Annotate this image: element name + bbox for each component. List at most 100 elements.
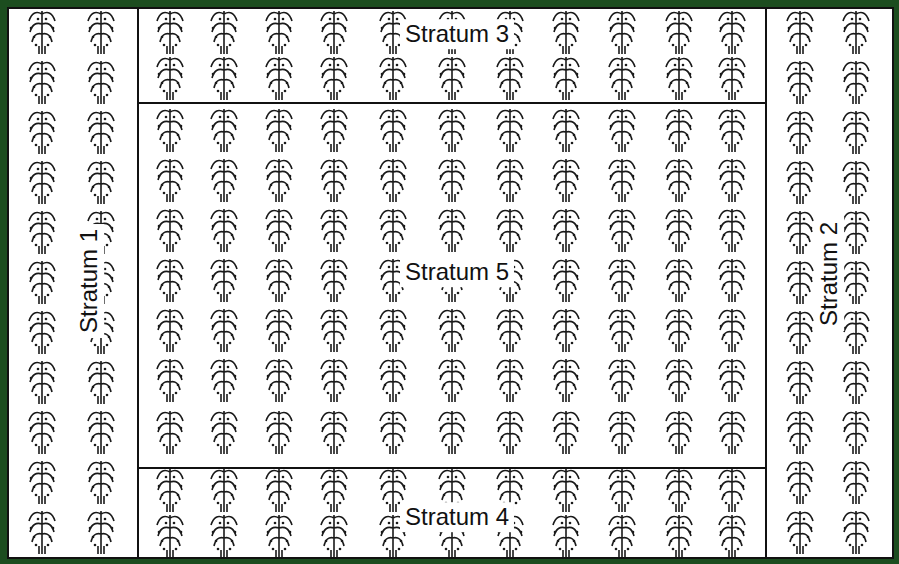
- plant-icon: [719, 309, 745, 352]
- plant-icon: [553, 259, 579, 302]
- plant-icon: [29, 61, 55, 104]
- plant-icon: [666, 11, 692, 54]
- plant-icon: [266, 209, 292, 252]
- plant-icon: [497, 109, 523, 152]
- plant-icon: [29, 161, 55, 204]
- plant-icon: [843, 161, 869, 204]
- plant-icon: [29, 361, 55, 404]
- plant-icon: [157, 11, 183, 54]
- plant-icon: [787, 111, 813, 154]
- plant-icon: [497, 411, 523, 454]
- plant-icon: [157, 309, 183, 352]
- plant-icon: [380, 109, 406, 152]
- plant-icon: [266, 411, 292, 454]
- plant-icon: [843, 261, 869, 304]
- plant-icon: [157, 109, 183, 152]
- plant-icon: [609, 411, 635, 454]
- plant-icon: [787, 361, 813, 404]
- plant-icon: [211, 11, 237, 54]
- plant-icon: [719, 209, 745, 252]
- plant-icon: [719, 359, 745, 402]
- stratum-region: Stratum 3: [137, 7, 767, 104]
- plant-icon: [266, 57, 292, 100]
- stratum-region: Stratum 5: [137, 102, 767, 469]
- plant-icon: [29, 461, 55, 504]
- plant-icon: [843, 511, 869, 554]
- plant-icon: [321, 109, 347, 152]
- plant-icon: [666, 209, 692, 252]
- plant-icon: [609, 11, 635, 54]
- plant-icon: [29, 261, 55, 304]
- plant-icon: [321, 259, 347, 302]
- plant-icon: [787, 261, 813, 304]
- plant-icon: [380, 159, 406, 202]
- plant-icon: [787, 511, 813, 554]
- plant-icon: [157, 57, 183, 100]
- plant-icon: [719, 57, 745, 100]
- plant-icon: [157, 515, 183, 558]
- plant-icon: [609, 469, 635, 512]
- plant-icon: [266, 515, 292, 558]
- stratum-region: Stratum 2: [765, 7, 894, 559]
- plant-icon: [666, 109, 692, 152]
- plant-icon: [266, 309, 292, 352]
- plant-icon: [719, 11, 745, 54]
- plant-icon: [666, 359, 692, 402]
- plant-icon: [380, 309, 406, 352]
- plant-icon: [497, 159, 523, 202]
- plant-icon: [609, 309, 635, 352]
- plant-icon: [266, 109, 292, 152]
- plant-icon: [719, 515, 745, 558]
- plant-icon: [439, 359, 465, 402]
- plant-icon: [88, 61, 114, 104]
- plant-icon: [719, 259, 745, 302]
- plant-icon: [321, 309, 347, 352]
- plant-icon: [211, 469, 237, 512]
- plant-icon: [719, 411, 745, 454]
- plant-icon: [266, 159, 292, 202]
- plant-icon: [321, 359, 347, 402]
- plant-icon: [787, 161, 813, 204]
- plant-icon: [787, 11, 813, 54]
- stratum-label: Stratum 2: [814, 217, 844, 331]
- plant-icon: [553, 359, 579, 402]
- plant-icon: [88, 361, 114, 404]
- plant-icon: [609, 159, 635, 202]
- plant-icon: [497, 309, 523, 352]
- plant-icon: [88, 461, 114, 504]
- plant-icon: [211, 309, 237, 352]
- plant-icon: [88, 161, 114, 204]
- stratum-region: Stratum 4: [137, 467, 767, 559]
- plant-icon: [211, 259, 237, 302]
- plant-icon: [439, 57, 465, 100]
- plant-icon: [553, 469, 579, 512]
- plant-icon: [666, 469, 692, 512]
- plant-icon: [666, 259, 692, 302]
- plant-icon: [666, 57, 692, 100]
- plant-icon: [321, 411, 347, 454]
- plant-icon: [787, 311, 813, 354]
- plant-icon: [266, 359, 292, 402]
- plant-icon: [719, 469, 745, 512]
- plant-icon: [88, 11, 114, 54]
- plant-icon: [553, 309, 579, 352]
- plant-icon: [843, 361, 869, 404]
- plant-icon: [843, 211, 869, 254]
- plant-icon: [29, 311, 55, 354]
- plant-icon: [321, 159, 347, 202]
- plant-icon: [157, 159, 183, 202]
- plant-icon: [439, 209, 465, 252]
- plant-icon: [380, 359, 406, 402]
- plant-icon: [843, 61, 869, 104]
- plant-icon: [321, 209, 347, 252]
- plant-icon: [157, 259, 183, 302]
- plant-icon: [380, 57, 406, 100]
- plant-icon: [29, 111, 55, 154]
- plant-icon: [211, 411, 237, 454]
- plant-icon: [609, 57, 635, 100]
- plant-icon: [843, 11, 869, 54]
- plant-icon: [380, 411, 406, 454]
- plant-icon: [666, 515, 692, 558]
- stratum-label: Stratum 4: [400, 502, 514, 532]
- plant-icon: [497, 57, 523, 100]
